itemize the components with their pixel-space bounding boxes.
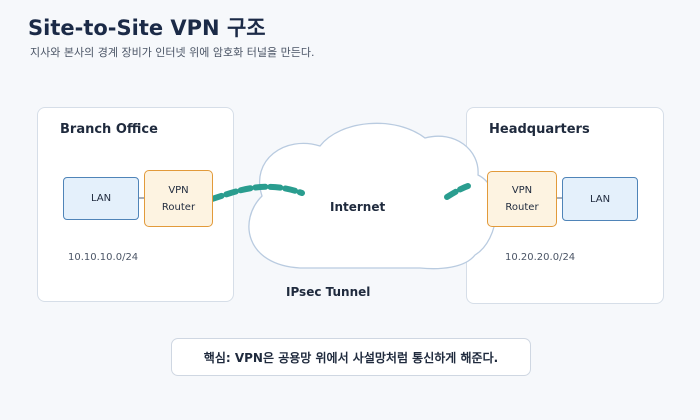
key-point-text: 핵심: VPN은 공용망 위에서 사설망처럼 통신하게 해준다.: [203, 350, 499, 365]
branch-vpn-router: VPN Router: [144, 170, 213, 227]
key-point-note: 핵심: VPN은 공용망 위에서 사설망처럼 통신하게 해준다.: [171, 338, 531, 376]
branch-router-label-line2: Router: [161, 201, 196, 213]
hq-subnet: 10.20.20.0/24: [505, 252, 576, 263]
internet-label: Internet: [330, 200, 386, 214]
hq-lan-node: LAN: [562, 177, 638, 221]
hq-vpn-router: VPN Router: [487, 171, 557, 227]
internet-cloud: [248, 122, 497, 270]
hq-router-label-line1: VPN: [511, 185, 533, 196]
branch-subnet: 10.10.10.0/24: [68, 252, 139, 263]
branch-lan-label: LAN: [90, 193, 112, 204]
branch-router-label-line1: VPN: [168, 184, 189, 196]
branch-office-name: Branch Office: [60, 122, 158, 137]
branch-lan-node: LAN: [63, 177, 139, 220]
headquarters-name: Headquarters: [489, 122, 590, 137]
tunnel-segment-right: [444, 183, 471, 200]
ipsec-tunnel-label: IPsec Tunnel: [286, 285, 371, 299]
page-title: Site-to-Site VPN 구조: [28, 16, 266, 40]
hq-router-label-line2: Router: [505, 202, 539, 213]
page-subtitle: 지사와 본사의 경계 장비가 인터넷 위에 암호화 터널을 만든다.: [30, 46, 315, 59]
tunnel-segment-left: [209, 183, 305, 202]
hq-lan-label: LAN: [589, 193, 611, 205]
